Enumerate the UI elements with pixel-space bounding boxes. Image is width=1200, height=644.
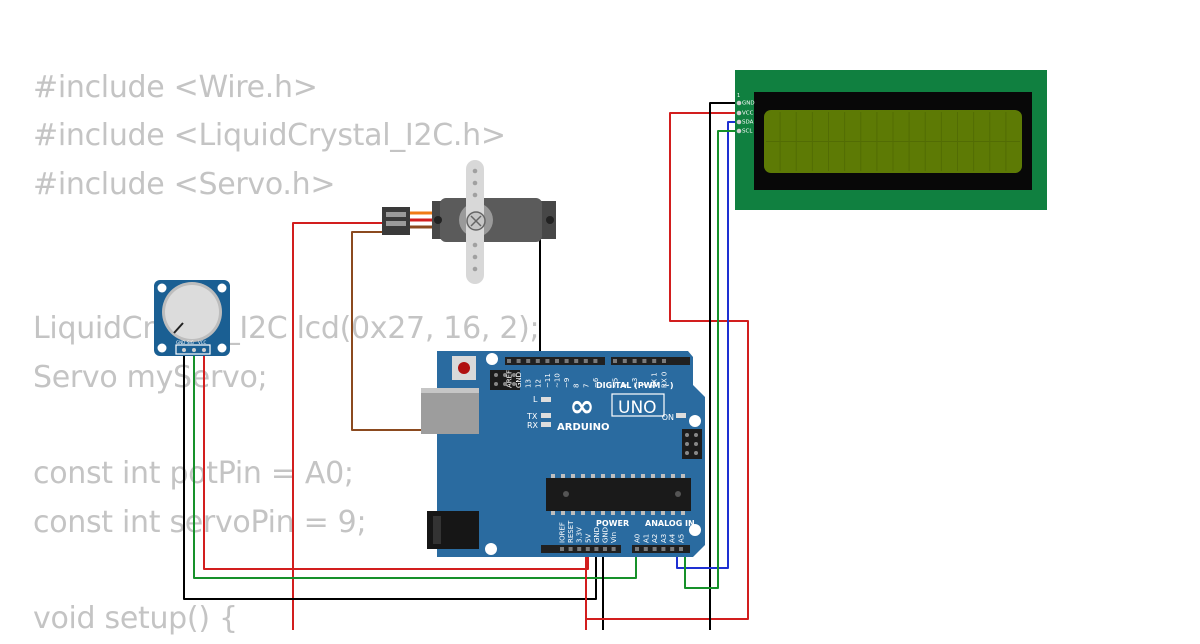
digital-pin-label: GND [515,372,523,388]
pot-pin-vcc: VCC [198,340,207,345]
code-line: LiquidCrystal_I2C lcd(0x27, 16, 2); [33,311,540,347]
icsp-header-side [682,429,702,459]
led-rx-label: RX [527,421,539,430]
digital-pin-label: RX 0 [661,372,669,388]
pot-knob[interactable] [165,285,219,339]
wire-lcd-gnd[interactable] [709,102,739,630]
potentiometer[interactable]: GND SIG VCC [154,280,230,356]
code-line: #include <Wire.h> [33,70,318,105]
digital-pins [507,359,666,363]
usb-port[interactable] [421,388,479,434]
digital-pin-label: 2 [641,384,649,388]
code-line: #include <LiquidCrystal_I2C.h> [33,118,506,154]
digital-pin-label: 13 [525,379,533,388]
digital-pin-label: 12 [534,379,542,388]
wires [183,102,749,630]
power-pin-label: RESET [567,520,575,543]
digital-pin-label: ~3 [631,378,639,388]
pot-pin-gnd: GND [176,340,185,345]
arduino-uno-board[interactable]: L TX RX ON ∞ UNO ARDUINO DIGITAL (PWM ~)… [421,351,705,557]
circuit-canvas: 1 GND VCC SDA SCL [154,70,1047,630]
wire-pot-vcc[interactable] [203,350,589,570]
lcd-character-grid [766,112,1020,171]
digital-pin-label: ~9 [563,378,571,388]
power-pin-label: IOREF [559,522,567,543]
digital-header-low [611,357,690,365]
led-l-label: L [533,395,538,404]
lcd-pin-one-mark: 1 [737,93,740,99]
lcd-pin-sda: SDA [742,120,754,126]
analog-pin-label: A5 [678,534,686,543]
digital-pin-label: ~6 [592,377,600,388]
uno-model-label: UNO [618,398,657,418]
digital-pin-label: 4 [621,383,629,388]
servo-motor[interactable] [382,160,556,284]
power-pin-label: 5V [584,534,592,543]
code-line: Servo myServo; [33,359,268,395]
icsp-header-top [490,370,520,390]
atmega-chip [546,478,691,511]
wire-lcd-scl[interactable] [684,130,739,589]
analog-pin-label: A2 [651,534,659,543]
lcd-module[interactable]: 1 GND VCC SDA SCL [735,70,1047,210]
lcd-pin-scl: SCL [742,129,753,135]
digital-pin-label: ~5 [612,378,620,388]
power-pin-label: Vin [610,532,618,543]
analog-header [632,545,690,553]
on-led-label: ON [662,413,674,422]
wire-lcd-sda[interactable] [676,121,739,569]
lcd-pin-vcc: VCC [742,111,754,117]
digital-pin-label: TX 1 [651,372,659,389]
digital-pin-label: ~10 [554,373,562,388]
power-pin-label: GND [593,527,601,543]
power-label: POWER [596,519,629,528]
analog-pin-label: A0 [634,534,642,543]
pot-pin-sig: SIG [187,340,194,345]
lcd-pin-header [736,100,742,134]
code-line: #include <Servo.h> [33,166,336,202]
wire-pot-signal[interactable] [193,350,637,579]
code-line: const int potPin = A0; [33,456,354,492]
digital-pin-label: 7 [582,384,590,388]
analog-in-label: ANALOG IN [645,519,695,528]
wire-servo-vcc[interactable] [292,222,386,630]
code-background: #include <Wire.h> #include <LiquidCrystal… [33,64,540,644]
analog-pin-label: A3 [660,534,668,543]
digital-pin-label: ~11 [544,373,552,388]
arduino-brand-label: ARDUINO [557,422,609,433]
wire-pot-gnd[interactable] [183,350,597,600]
analog-pin-label: A1 [642,534,650,543]
digital-pwm-label: DIGITAL (PWM ~) [596,381,674,390]
led-tx-label: TX [526,412,538,421]
power-pin-label: GND [602,527,610,543]
code-line: const int servoPin = 9; [33,504,367,540]
digital-pin-label: AREF [506,370,514,388]
lcd-pin-gnd: GND [742,101,755,107]
analog-pin-label: A4 [669,533,677,543]
arduino-logo-icon: ∞ [570,389,595,424]
digital-pin-label: 8 [573,384,581,388]
power-pin-label: 3.3V [576,527,584,543]
